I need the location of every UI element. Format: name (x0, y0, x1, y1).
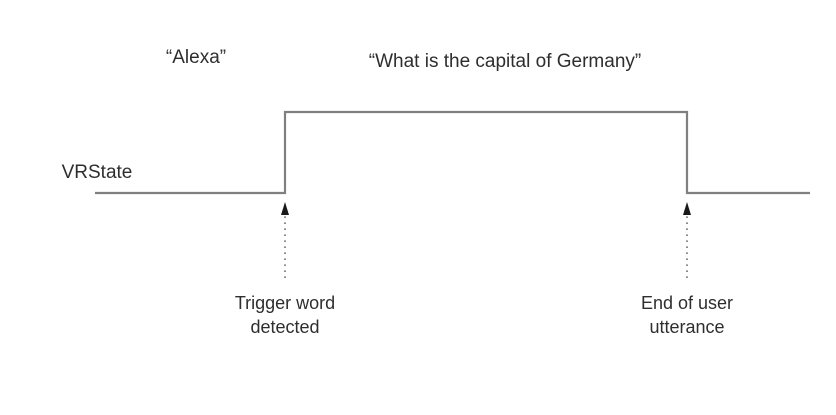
end-of-user-utterance-caption: End of user utterance (641, 292, 733, 340)
end-of-user-utterance-caption-line1: End of user (640, 293, 734, 313)
utterance-quote-label: “What is the capital of Germany” (368, 51, 642, 72)
end-of-user-utterance-caption-line2: utterance (649, 316, 725, 337)
trigger-word-callout-arrow (281, 202, 289, 278)
vrstate-signal-label: VRState (61, 162, 133, 183)
trigger-word-detected-caption-line2: detected (250, 316, 320, 337)
trigger-word-detected-caption: Trigger word detected (235, 292, 335, 340)
trigger-word-quote-label: “Alexa” (165, 47, 227, 68)
vrstate-waveform-path (95, 110, 810, 195)
trigger-word-detected-caption-line1: Trigger word (234, 293, 336, 313)
end-of-utterance-callout-arrow (683, 202, 691, 278)
